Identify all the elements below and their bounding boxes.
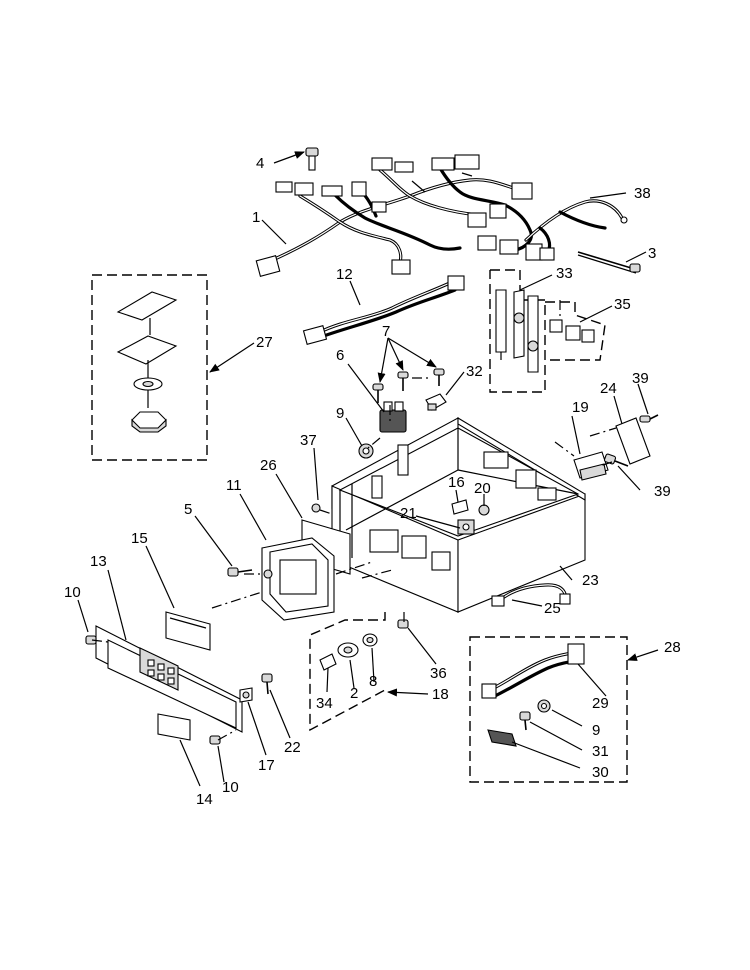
callout-32: 32 xyxy=(466,363,483,380)
leveling-leg-kit-27 xyxy=(91,274,208,461)
thermistor-bracket-group xyxy=(489,269,606,393)
callout-2: 2 xyxy=(350,685,358,702)
switch-and-screws xyxy=(358,368,447,459)
callout-21: 21 xyxy=(400,505,417,522)
callout-8: 8 xyxy=(369,673,377,690)
callout-12: 12 xyxy=(336,266,353,283)
callout-17: 17 xyxy=(258,757,275,774)
callout-10a: 10 xyxy=(64,584,81,601)
wire-harness-12 xyxy=(302,275,465,346)
lock-assembly-18 xyxy=(309,612,409,732)
callout-25: 25 xyxy=(544,600,561,617)
callout-30: 30 xyxy=(592,764,609,781)
screw-5 xyxy=(227,567,253,577)
callout-9a: 9 xyxy=(336,405,344,422)
callout-22: 22 xyxy=(284,739,301,756)
callout-19: 19 xyxy=(572,399,589,416)
knob-and-screw xyxy=(239,673,273,703)
callout-36: 36 xyxy=(430,665,447,682)
cable-strap-3 xyxy=(577,251,641,274)
callout-35: 35 xyxy=(614,296,631,313)
callout-9b: 9 xyxy=(592,722,600,739)
callout-1: 1 xyxy=(252,209,260,226)
callout-38: 38 xyxy=(634,185,651,202)
callout-6: 6 xyxy=(336,347,344,364)
callout-33: 33 xyxy=(556,265,573,282)
callout-29: 29 xyxy=(592,695,609,712)
callout-26: 26 xyxy=(260,457,277,474)
callout-31: 31 xyxy=(592,743,609,760)
cabinet-base-23 xyxy=(331,417,586,613)
main-wire-harness xyxy=(255,147,543,277)
callout-34: 34 xyxy=(316,695,333,712)
callout-28: 28 xyxy=(664,639,681,656)
callout-4: 4 xyxy=(256,155,264,172)
callout-39a: 39 xyxy=(632,370,649,387)
callout-7: 7 xyxy=(382,323,390,340)
service-kit-28 xyxy=(469,636,628,783)
callout-37: 37 xyxy=(300,432,317,449)
callout-39b: 39 xyxy=(654,483,671,500)
callout-13: 13 xyxy=(90,553,107,570)
callout-10b: 10 xyxy=(222,779,239,796)
callout-23: 23 xyxy=(582,572,599,589)
control-bracket-11 xyxy=(261,537,335,621)
callout-labels: 1 2 3 4 5 6 7 8 9 9 10 10 11 12 13 14 15… xyxy=(64,155,681,808)
callout-27: 27 xyxy=(256,334,273,351)
callout-24: 24 xyxy=(600,380,617,397)
control-board-15 xyxy=(165,611,211,651)
callout-16: 16 xyxy=(448,474,465,491)
callout-5: 5 xyxy=(184,501,192,518)
hinge-bracket-group xyxy=(573,414,659,481)
callout-18: 18 xyxy=(432,686,449,703)
control-panel-13 xyxy=(85,625,243,745)
callout-3: 3 xyxy=(648,245,656,262)
assembly-lines xyxy=(91,300,617,741)
overlay-14 xyxy=(157,713,191,741)
leader-lines xyxy=(77,151,659,787)
callout-20: 20 xyxy=(474,480,491,497)
callout-11: 11 xyxy=(226,477,242,494)
callout-15: 15 xyxy=(131,530,148,547)
wire-connector-25 xyxy=(491,583,571,607)
callout-14: 14 xyxy=(196,791,213,808)
wire-harness-38 xyxy=(524,199,628,261)
